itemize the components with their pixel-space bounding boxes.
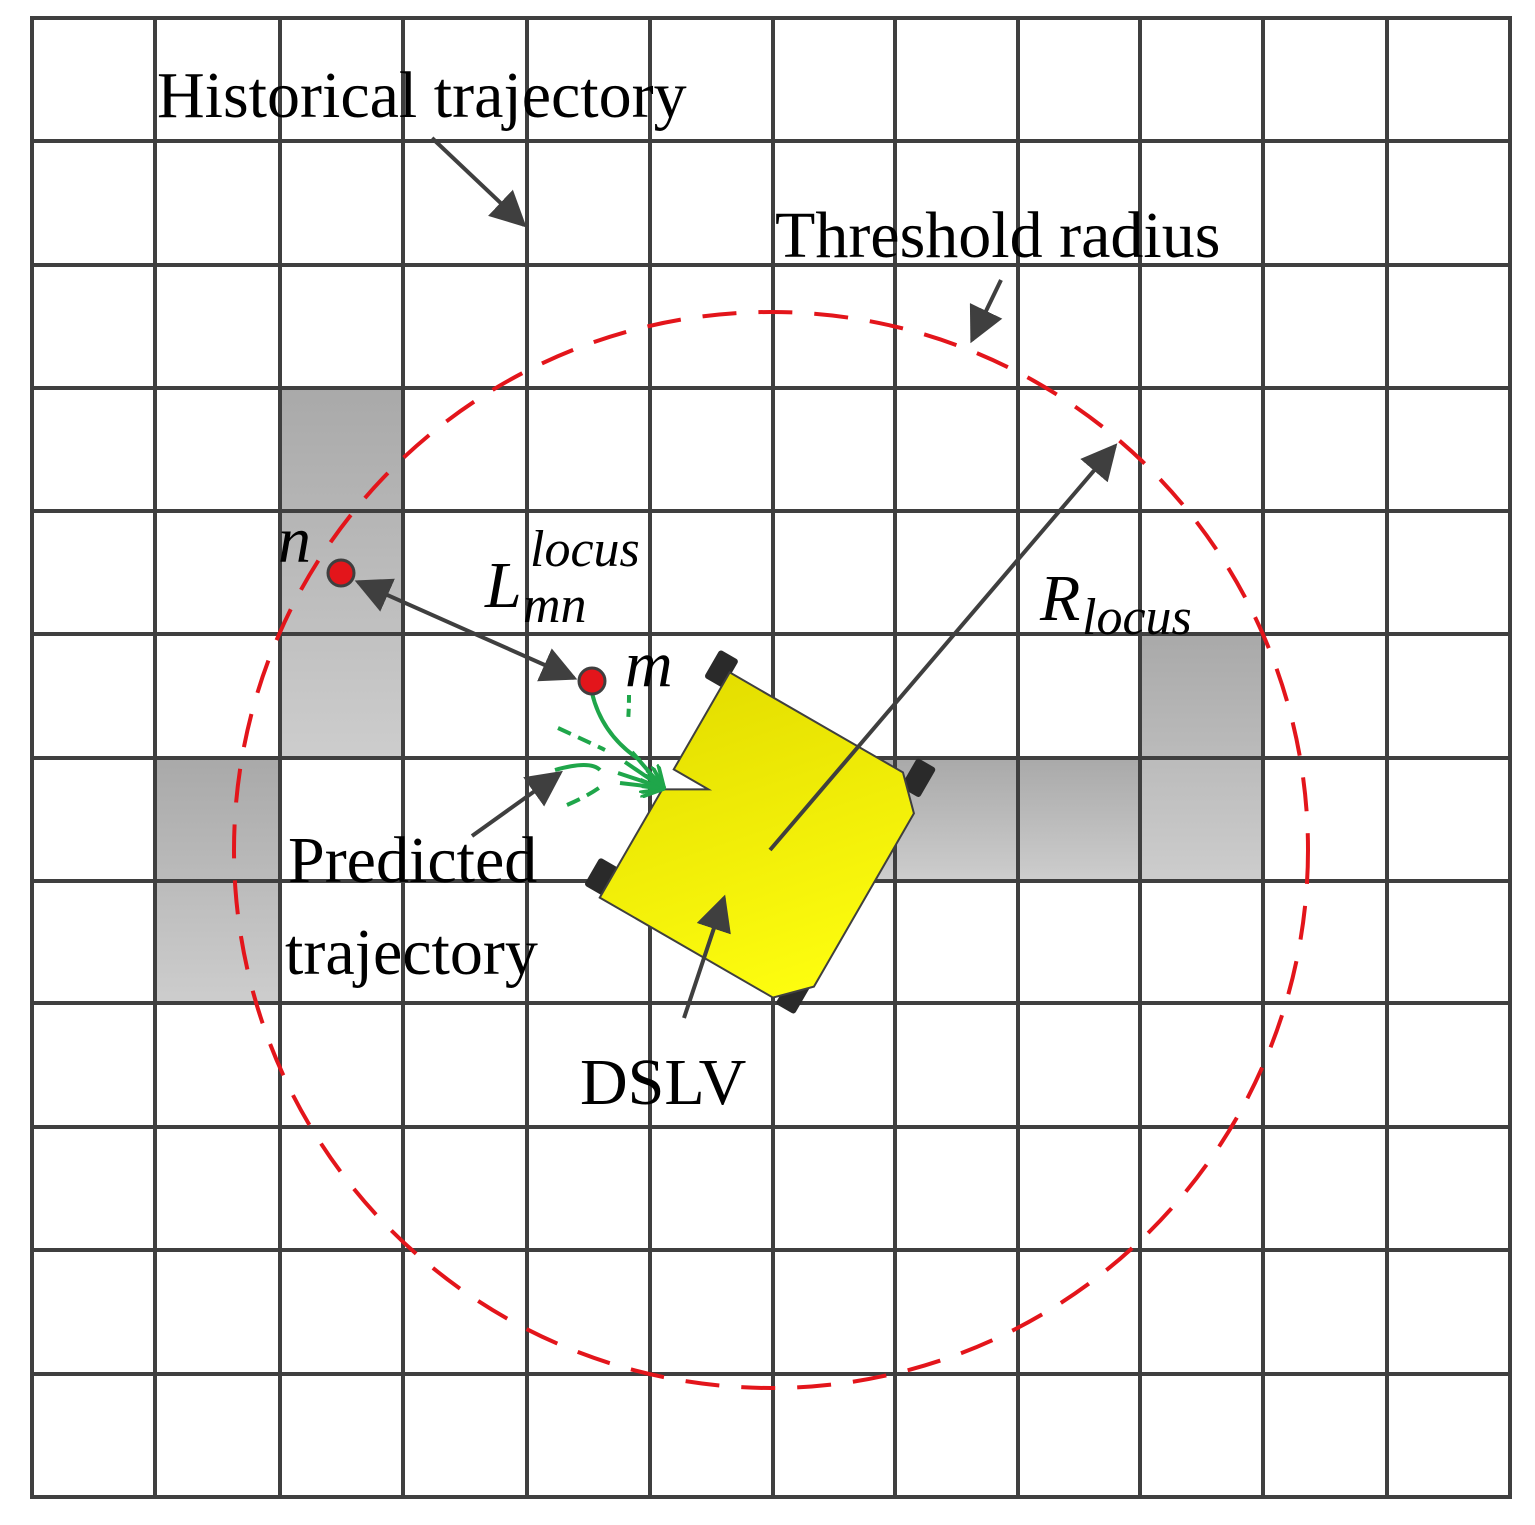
node-m	[577, 666, 607, 696]
predicted-trajectory-arrow	[470, 770, 563, 838]
radius-subscript: locus	[1082, 589, 1192, 646]
node-n	[326, 558, 356, 588]
annotation-arrows	[354, 136, 1118, 1019]
distance-symbol: L	[484, 549, 522, 622]
distance-superscript: locus	[530, 521, 640, 578]
threshold-circle	[232, 310, 1310, 1390]
distance-subscript: mn	[523, 577, 587, 634]
node-m-label: m	[625, 628, 673, 701]
radius-symbol: R	[1039, 562, 1080, 635]
vehicle-body	[598, 671, 915, 999]
node-n-label: n	[278, 504, 311, 577]
predicted-trajectory-label-line1: Predicted	[288, 824, 537, 897]
distance-arrow	[354, 578, 578, 682]
historical-trajectory-label: Historical trajectory	[157, 59, 687, 132]
dslv-arrow	[682, 894, 731, 1019]
predicted-trajectory-lines	[554, 692, 663, 807]
grid-lines	[30, 16, 1512, 1499]
threshold-radius-label: Threshold radius	[775, 199, 1220, 272]
radius-arrow	[768, 443, 1118, 852]
predicted-trajectory-label-line2: trajectory	[285, 916, 538, 989]
dslv-vehicle	[585, 650, 936, 1014]
dslv-label: DSLV	[580, 1046, 746, 1119]
historical-trajectory-arrow	[430, 136, 527, 228]
threshold-radius-arrow	[969, 279, 1003, 344]
